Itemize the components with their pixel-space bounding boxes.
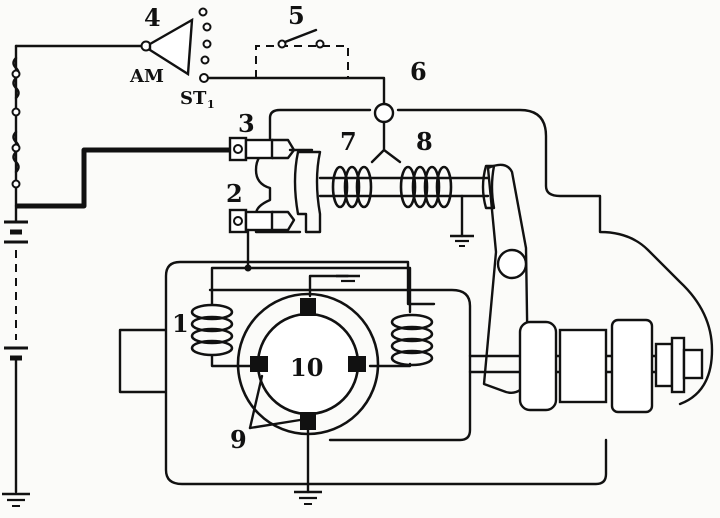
motor-inner-frame <box>208 288 472 442</box>
label-st-subscript: 1 <box>207 98 215 111</box>
label-3: 3 <box>238 109 255 138</box>
field-feed-wire <box>210 228 250 306</box>
brushes-9 <box>250 298 366 430</box>
label-7: 7 <box>340 127 357 156</box>
ground-symbol-brush <box>336 274 360 283</box>
st-wire <box>206 76 386 106</box>
label-st: ST <box>180 88 207 109</box>
ignition-switch <box>14 7 212 83</box>
label-am: AM <box>129 66 164 87</box>
hold-in-coil-7 <box>331 165 373 209</box>
label-2: 2 <box>226 179 243 208</box>
plunger-disc <box>481 164 496 210</box>
plunger <box>318 176 490 198</box>
label-5: 5 <box>288 1 305 30</box>
label-4: 4 <box>144 3 161 32</box>
battery-cable <box>16 147 232 209</box>
drive-pinion <box>468 318 704 414</box>
label-10: 10 <box>290 353 323 382</box>
label-8: 8 <box>416 127 433 156</box>
label-9: 9 <box>230 425 247 454</box>
terminal-6 <box>373 102 395 124</box>
ground-symbol-battery <box>2 492 30 507</box>
ground-symbol-bottom <box>294 490 322 505</box>
ground-symbol-solenoid <box>450 234 474 247</box>
battery <box>4 204 28 494</box>
pull-in-coil-8 <box>399 165 453 209</box>
solenoid-housing <box>268 108 714 406</box>
terminal-2 <box>228 208 296 234</box>
label-1: 1 <box>172 309 189 338</box>
terminal-3 <box>228 136 296 162</box>
left-wire <box>11 44 21 208</box>
label-6: 6 <box>410 57 427 86</box>
field-coil-1 <box>190 303 234 357</box>
field-coil-right <box>390 313 434 367</box>
motor-housing <box>118 260 608 486</box>
contact-plate <box>293 150 322 234</box>
relay-switch <box>255 28 349 78</box>
